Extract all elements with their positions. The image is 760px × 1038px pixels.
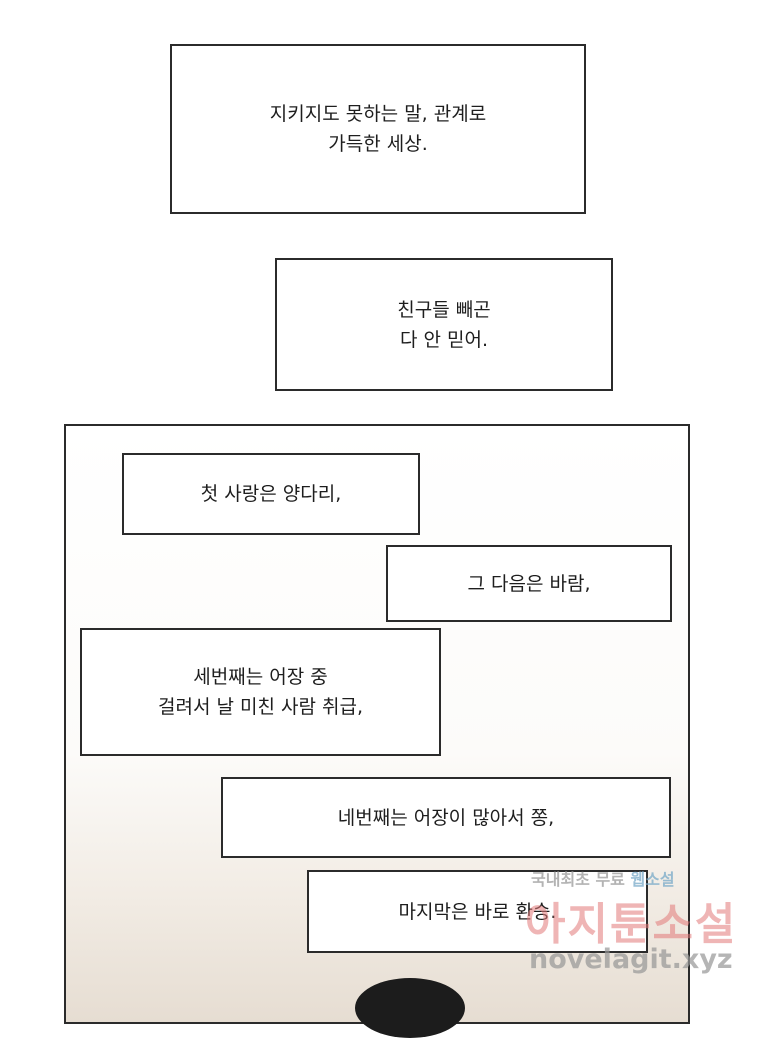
character-head-silhouette <box>355 978 465 1038</box>
caption-text-line: 마지막은 바로 환승. <box>398 900 557 923</box>
caption-box-3: 첫 사랑은 양다리, <box>122 453 420 535</box>
caption-text-line: 네번째는 어장이 많아서 쫑, <box>337 806 555 829</box>
caption-text-line: 다 안 믿어. <box>399 328 489 351</box>
caption-text-line: 친구들 빼곤 <box>397 298 491 321</box>
caption-box-1: 지키지도 못하는 말, 관계로 가득한 세상. <box>170 44 586 214</box>
caption-text-line: 가득한 세상. <box>328 133 428 155</box>
caption-text-line: 지키지도 못하는 말, 관계로 <box>269 103 487 125</box>
caption-box-4: 그 다음은 바람, <box>386 545 672 622</box>
caption-box-7: 마지막은 바로 환승. <box>307 870 648 953</box>
caption-text-line: 걸려서 날 미친 사람 취급, <box>158 696 363 718</box>
caption-box-2: 친구들 빼곤 다 안 믿어. <box>275 258 613 391</box>
caption-box-6: 네번째는 어장이 많아서 쫑, <box>221 777 671 858</box>
caption-text-line: 그 다음은 바람, <box>467 572 591 595</box>
caption-text-line: 첫 사랑은 양다리, <box>200 483 342 505</box>
caption-text-line: 세번째는 어장 중 <box>193 666 328 688</box>
caption-box-5: 세번째는 어장 중 걸려서 날 미친 사람 취급, <box>80 628 441 756</box>
